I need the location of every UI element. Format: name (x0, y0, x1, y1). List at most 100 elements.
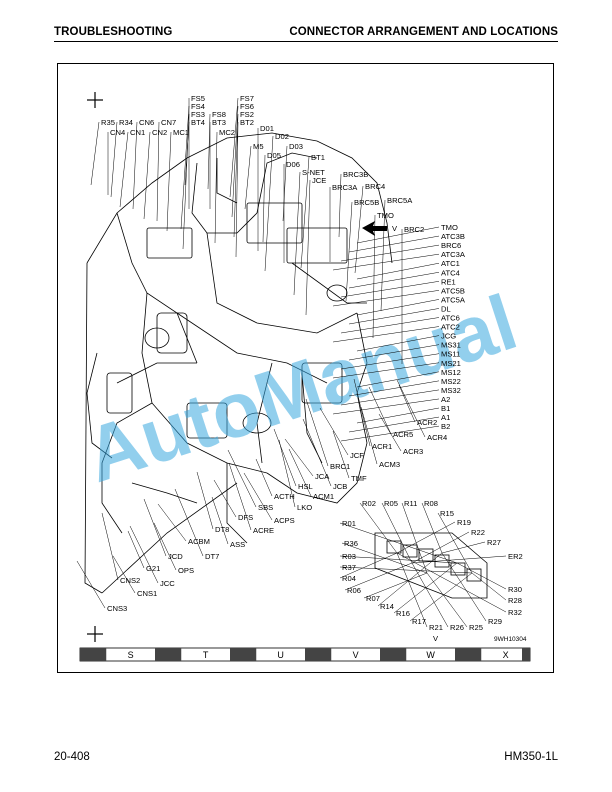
label-fs8: FS8 (212, 110, 226, 119)
leader-line (339, 552, 398, 579)
leader-line (341, 542, 428, 574)
leader-line (356, 262, 440, 280)
label-brc6: BRC6 (441, 241, 461, 250)
label-dl: DL (441, 304, 451, 313)
label-acre: ACRE (253, 526, 274, 535)
leader-line (396, 552, 428, 628)
label-jcc: JCC (160, 579, 175, 588)
label-d02: D02 (275, 132, 289, 141)
leader-line (339, 522, 458, 564)
leader-line (302, 418, 332, 487)
leader-line (348, 380, 440, 397)
header-section-title: TROUBLESHOOTING (54, 26, 173, 38)
label-fs4: FS4 (191, 102, 205, 111)
model-number: HM350-1L (504, 751, 558, 763)
leader-line (273, 428, 297, 487)
leader-line (300, 156, 310, 269)
scale-hatch (522, 648, 530, 661)
label-r02: R02 (362, 499, 376, 508)
leader-line (166, 131, 172, 232)
label-sbs: SBS (258, 503, 273, 512)
label-cns3: CNS3 (107, 604, 127, 613)
leader-line (127, 530, 145, 569)
header-rule (54, 41, 558, 42)
figure-id: 9WH10304 (494, 636, 527, 643)
scale-letter-w: W (426, 650, 435, 660)
scale-letter-v: V (353, 650, 359, 660)
leader-line (284, 438, 314, 477)
label-lko: LKO (297, 503, 312, 512)
leader-line (332, 290, 440, 307)
scale-hatch (230, 648, 257, 661)
label-tmo: TMO (377, 211, 394, 220)
right-labels: TMOATC3BBRC6ATC3AATC1ATC4RE1ATC5BATC5ADL… (441, 223, 466, 431)
leader-line (110, 121, 118, 198)
scale-hatch (80, 648, 107, 661)
leader-line (360, 406, 378, 465)
label-ms32: MS32 (441, 386, 461, 395)
label-a1: A1 (441, 413, 450, 422)
label-dfs: DFS (238, 513, 253, 522)
scale-letter-u: U (277, 650, 284, 660)
label-ms22: MS22 (441, 377, 461, 386)
label-re1: RE1 (441, 277, 456, 286)
leader-line (112, 555, 136, 594)
label-fs5: FS5 (191, 94, 205, 103)
leader-line (211, 496, 229, 545)
scale-letter-x: X (503, 650, 509, 660)
label-r30: R30 (508, 585, 522, 594)
label-brc2: BRC2 (404, 225, 424, 234)
leader-line (411, 531, 470, 564)
label-atc5a: ATC5A (441, 295, 466, 304)
label-atc3b: ATC3B (441, 232, 465, 241)
label-r28: R28 (508, 596, 522, 605)
label-acr1: ACR1 (372, 442, 392, 451)
page-number: 20-408 (54, 751, 90, 763)
label-atc2: ATC2 (441, 323, 460, 332)
label-jcg: JCG (441, 332, 456, 341)
leader-line (348, 308, 440, 325)
label-r14: R14 (380, 602, 394, 611)
leader-line (340, 425, 440, 442)
label-r29: R29 (488, 617, 502, 626)
leader-line (332, 398, 440, 415)
label-cn2: CN2 (152, 128, 167, 137)
registration-mark-top (87, 92, 103, 108)
label-dt7: DT7 (205, 552, 219, 561)
label-d06: D06 (286, 160, 300, 169)
label-r34: R34 (119, 118, 133, 127)
label-m5: M5 (253, 142, 264, 151)
label-r05: R05 (384, 499, 398, 508)
leader-line (119, 131, 129, 208)
leader-line (227, 449, 257, 508)
leader-line (396, 521, 456, 554)
scale-hatch (305, 648, 332, 661)
leader-line (340, 244, 440, 262)
label-acm3: ACM3 (379, 460, 400, 469)
label-fs2: FS2 (240, 110, 254, 119)
leader-line (356, 407, 440, 424)
leader-line (153, 522, 177, 571)
leader-line (340, 281, 440, 298)
label-bt2: BT2 (240, 118, 254, 127)
leader-line (348, 416, 440, 433)
label-brc3b: BRC3B (343, 170, 368, 179)
label-er2: ER2 (508, 552, 523, 561)
label-r36: R36 (344, 539, 358, 548)
leader-line (348, 235, 440, 253)
label-dt8: DT8 (215, 525, 229, 534)
label-r04: R04 (342, 574, 356, 583)
leader-line (319, 407, 349, 456)
leader-line (338, 173, 342, 238)
label-r26: R26 (450, 623, 464, 632)
label-b2: B2 (441, 422, 450, 431)
leader-line (409, 572, 473, 622)
leader-line (255, 458, 273, 497)
label-acr5: ACR5 (393, 430, 413, 439)
leader-line (332, 362, 440, 379)
label-atc6: ATC6 (441, 314, 460, 323)
label-brc1: BRC1 (330, 462, 350, 471)
registration-mark-bottom (87, 626, 103, 642)
